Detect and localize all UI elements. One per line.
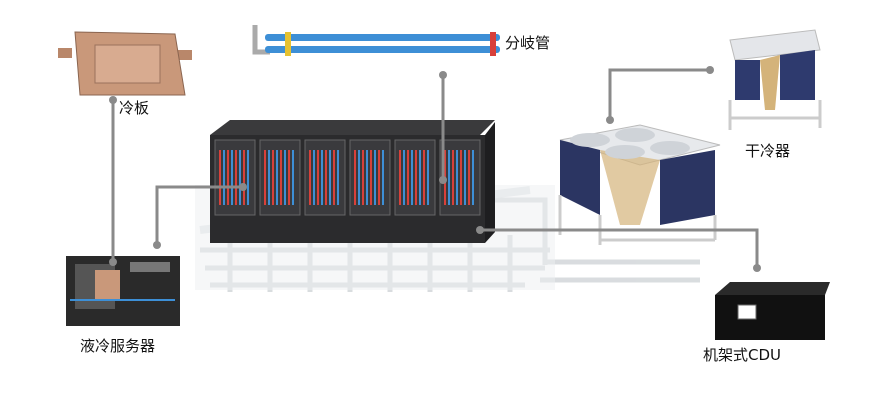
rack-pipe [276, 150, 278, 205]
rack-pipe [313, 150, 315, 205]
rack-pipe [231, 150, 233, 205]
rack-pipe [452, 150, 454, 205]
rack-cabinets [214, 139, 481, 216]
label-manifold: 分岐管 [505, 34, 551, 52]
connector-dots [109, 66, 761, 272]
rack-pipe [288, 150, 290, 205]
rack-cdu-image [715, 282, 830, 340]
rack-pipe [407, 150, 409, 205]
rack-pipe [411, 150, 413, 205]
rack-pipe [460, 150, 462, 205]
rack-pipe [280, 150, 282, 205]
rack-pipe [358, 150, 360, 205]
rack-pipe [415, 150, 417, 205]
rack-pipe [354, 150, 356, 205]
rack-row [210, 120, 495, 243]
rack-pipe [247, 150, 249, 205]
rack-pipe [468, 150, 470, 205]
connector-lines [111, 68, 759, 268]
rack-pipe [423, 150, 425, 205]
rack-pipe [325, 150, 327, 205]
rack-pipe [370, 150, 372, 205]
rack-pipe [419, 150, 421, 205]
rack-pipe [337, 150, 339, 205]
label-dry-cooler: 干冷器 [745, 142, 791, 160]
rack-pipe [366, 150, 368, 205]
rack-pipe [235, 150, 237, 205]
label-cold-plate: 冷板 [119, 99, 150, 117]
rack-pipe [272, 150, 274, 205]
label-rack-cdu: 机架式CDU [703, 346, 782, 364]
label-liquid-server: 液冷服务器 [80, 337, 156, 355]
rack-pipe [309, 150, 311, 205]
rack-pipe [362, 150, 364, 205]
liquid-server-image [66, 256, 180, 326]
cooler-units-image [558, 124, 721, 245]
rack-pipe [243, 150, 245, 205]
rack-pipe [399, 150, 401, 205]
rack-pipe [448, 150, 450, 205]
rack-pipe [219, 150, 221, 205]
cold-plate-image [58, 31, 192, 96]
rack-pipe [378, 150, 380, 205]
manifold-image [252, 25, 500, 56]
rack-pipe [223, 150, 225, 205]
rack-pipe [333, 150, 335, 205]
rack-pipe [403, 150, 405, 205]
rack-pipe [239, 150, 241, 205]
rack-pipe [427, 150, 429, 205]
rack-pipe [264, 150, 266, 205]
rack-pipe [456, 150, 458, 205]
rack-pipe [472, 150, 474, 205]
dry-cooler-image [728, 29, 822, 130]
rack-pipe [317, 150, 319, 205]
rack-pipe [321, 150, 323, 205]
rack-pipe [382, 150, 384, 205]
rack-pipe [329, 150, 331, 205]
rack-pipe [464, 150, 466, 205]
rack-pipe [374, 150, 376, 205]
rack-pipe [268, 150, 270, 205]
rack-pipe [292, 150, 294, 205]
rack-pipe [227, 150, 229, 205]
rack-pipe [284, 150, 286, 205]
